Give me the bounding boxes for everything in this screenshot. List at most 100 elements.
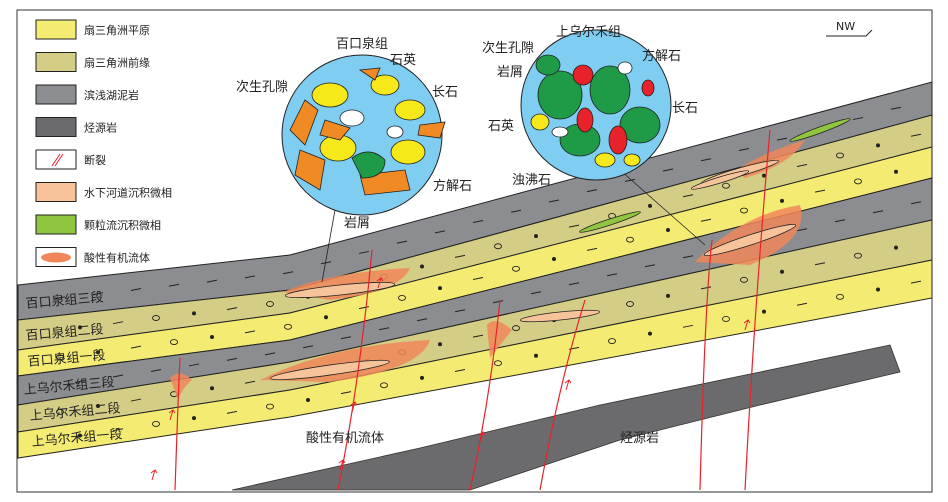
lithology-dash — [796, 164, 808, 168]
faults — [150, 129, 771, 491]
grain-dot — [648, 331, 652, 336]
gravel-symbol — [512, 325, 520, 332]
layer-label: 百口泉组一段 — [27, 347, 106, 370]
underwater-channel-lens — [270, 359, 390, 381]
grain-dot — [96, 350, 100, 355]
grain-dot — [894, 169, 898, 174]
lithology-dash — [910, 133, 922, 137]
lithology-dash — [302, 345, 314, 349]
compass: NW — [826, 20, 873, 37]
grain-dot — [192, 416, 196, 421]
quartz-grain — [594, 152, 616, 168]
grain-dot — [780, 269, 784, 274]
gravel-symbol — [284, 323, 292, 330]
legend-label: 水下河道沉积微相 — [84, 186, 172, 200]
grain-dot — [438, 286, 442, 291]
mineral-label-feldspar: 长石 — [672, 101, 698, 116]
lithology-dash — [112, 321, 124, 325]
legend-label: 酸性有机流体 — [84, 251, 150, 265]
quartz-grain — [623, 153, 641, 167]
lithology-dash — [472, 220, 484, 224]
lithology-dash — [776, 137, 788, 141]
lithology-dash — [378, 327, 390, 331]
legend-swatch — [35, 214, 77, 235]
lithology-dash — [682, 324, 694, 328]
grain-dot — [438, 342, 442, 347]
lithology-dash — [340, 391, 352, 395]
fault-line — [337, 249, 373, 491]
lithology-dash — [320, 261, 332, 265]
mineral-label-lithic: 岩屑 — [497, 65, 523, 80]
fluid-migration-arrow-icon — [564, 379, 572, 391]
grain-dot — [78, 325, 82, 330]
mineral-label-secondary-pore: 次生孔隙 — [236, 79, 288, 95]
lithology-dash — [358, 306, 370, 310]
lithology-dash — [796, 228, 808, 232]
lithology-dash — [54, 296, 66, 300]
lithic-grain — [351, 151, 386, 179]
lithology-dash — [568, 282, 580, 286]
grain-dot — [534, 353, 538, 358]
quartz-grain — [394, 99, 426, 121]
lithology-dash — [130, 398, 142, 402]
lithology-dash — [168, 283, 180, 287]
quartz-grain — [370, 74, 400, 96]
grain-dot — [306, 398, 310, 403]
lithology-dash — [244, 330, 256, 334]
grain-dot — [762, 309, 766, 314]
lithology-dash — [644, 264, 656, 268]
lithology-dash — [226, 410, 238, 414]
gravel-symbol — [722, 182, 730, 189]
mineral-label-calcite: 方解石 — [642, 48, 681, 64]
grain-dot — [648, 203, 652, 208]
legend-item: 水下河道沉积微相 — [35, 182, 172, 202]
fluid-icon — [41, 252, 71, 263]
mineral-label-feldspar: 长石 — [432, 85, 458, 100]
grain-dot — [762, 173, 766, 178]
gravel-symbol — [266, 403, 274, 410]
legend-item: 扇三角洲平原 — [35, 19, 150, 40]
strata — [17, 81, 933, 459]
circle-title: 百口泉组 — [336, 36, 388, 52]
legend-item: 颗粒流沉积微相 — [35, 214, 161, 235]
grain-dot — [210, 334, 214, 339]
layer-label: 上乌尔禾组二段 — [29, 400, 121, 424]
lithology-dash — [700, 158, 712, 162]
gravel-symbol — [740, 276, 748, 283]
legend-item: 酸性有机流体 — [35, 247, 150, 267]
fault-line — [539, 299, 586, 491]
pore — [551, 126, 569, 138]
calcite-cement — [572, 64, 594, 86]
pore — [386, 125, 404, 139]
mineral-label-lithic: 岩屑 — [344, 216, 370, 231]
gravel-symbol — [152, 420, 160, 427]
feldspar-grain — [417, 121, 446, 139]
lithology-dash — [454, 309, 466, 313]
lithology-dash — [872, 210, 884, 214]
gravel-symbol — [266, 301, 274, 307]
legend-label: 扇三角洲前缘 — [84, 56, 150, 70]
fluid-migration-arrow-icon — [478, 431, 486, 443]
lithology-dash — [568, 224, 580, 228]
lithology-dash — [472, 334, 484, 338]
layer-labels: 百口泉组三段 百口泉组二段 百口泉组一段 上乌尔禾组三段 上乌尔禾组二段 上乌尔… — [23, 289, 123, 450]
fluid-migration-arrow-icon — [168, 409, 176, 421]
lithology-dash — [472, 276, 484, 280]
lithology-dash — [606, 273, 618, 277]
grain-flow-lens — [579, 211, 641, 233]
quartz-grain — [530, 113, 550, 131]
lithology-dash — [796, 302, 808, 306]
quartz-grain — [311, 82, 349, 108]
gravel-symbol — [608, 338, 616, 345]
gravel-symbol — [626, 301, 634, 307]
feldspar-grain — [319, 119, 351, 141]
mineral-label-laumontite: 浊沸石 — [512, 173, 551, 188]
gravel-symbol — [494, 360, 502, 367]
legend-label: 滨浅湖泥岩 — [84, 88, 139, 102]
grain-dot — [210, 386, 214, 391]
calcite-cement — [576, 107, 594, 133]
grain-dot — [552, 257, 556, 262]
lithology-dash — [586, 189, 598, 193]
lithology-dash — [282, 271, 294, 275]
lithology-dash — [814, 262, 826, 266]
